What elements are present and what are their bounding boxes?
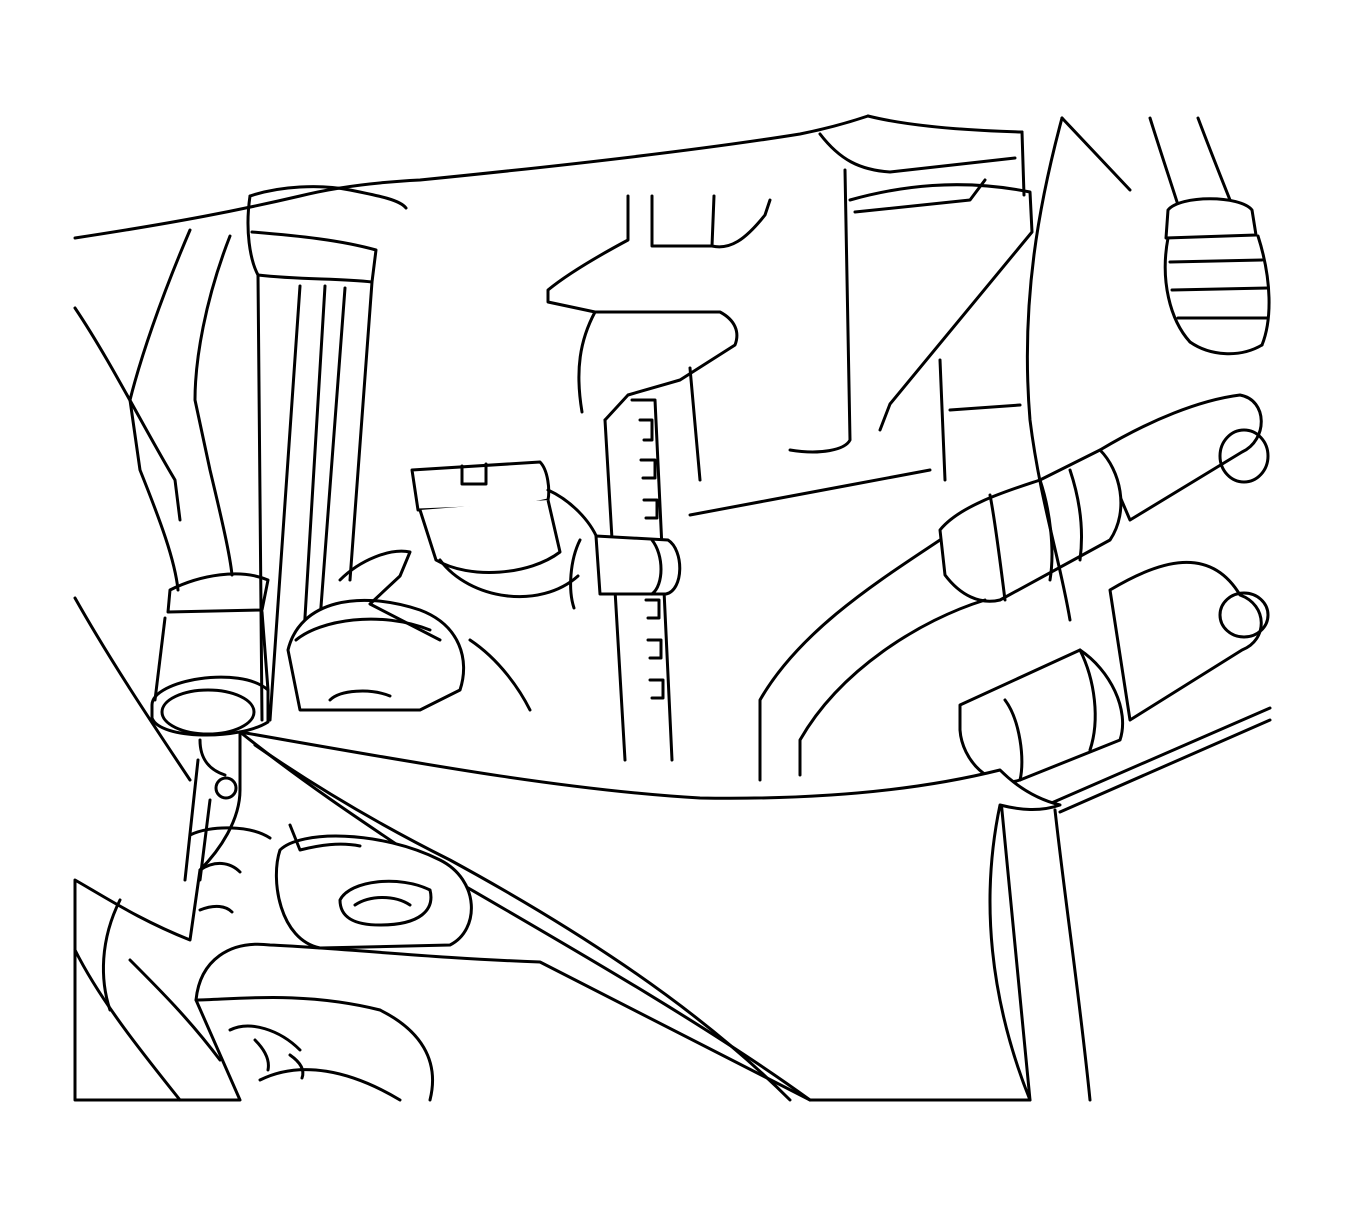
pulley-assembly <box>286 549 532 712</box>
steering-knuckle <box>73 738 473 1102</box>
wheel-well-arc <box>194 996 435 1102</box>
electrical-connector <box>410 460 682 610</box>
inner-fender-panel <box>688 116 1272 1102</box>
mounting-bracket <box>546 194 772 762</box>
left-lower-control-arm <box>73 228 270 782</box>
radiator-support-frame <box>246 185 408 722</box>
lower-splash-shield <box>73 730 1062 1102</box>
upper-body-panel <box>73 114 1034 454</box>
coolant-hoses <box>758 116 1271 784</box>
